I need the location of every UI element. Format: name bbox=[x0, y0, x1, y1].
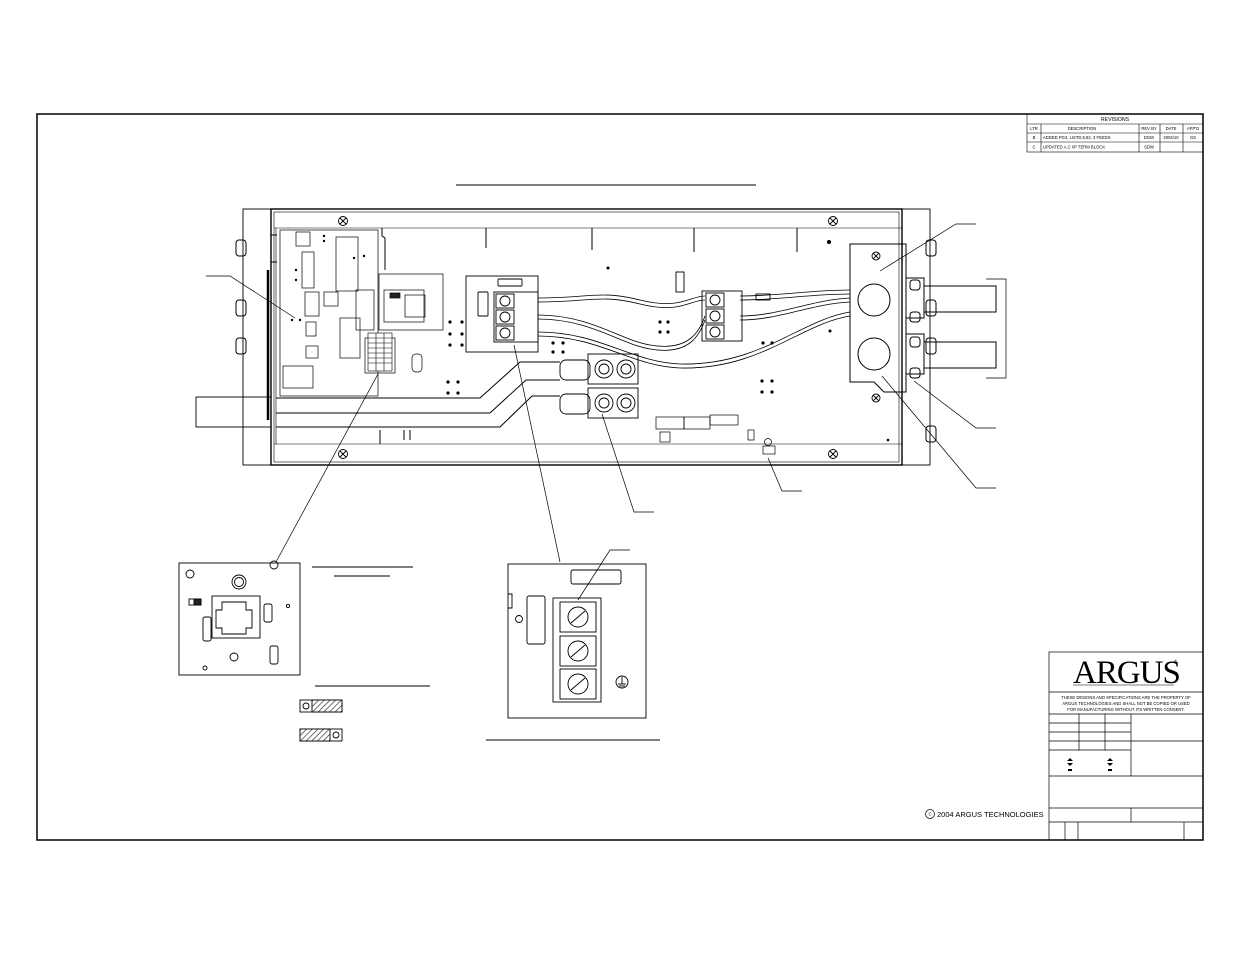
output-lugs bbox=[559, 353, 639, 419]
rev-b-description: ADDED PG3, LISTD,9,82, 3 FEEDS bbox=[1043, 135, 1111, 140]
board-components bbox=[290, 234, 890, 442]
sheet-border bbox=[36, 113, 1204, 841]
detail-view-controller bbox=[178, 560, 301, 676]
detail-view-terminal-block bbox=[486, 563, 660, 741]
rev-header-date: DATE bbox=[1166, 126, 1177, 131]
argus-logo: ARGUS bbox=[1073, 655, 1180, 691]
rev-header-ltr: LTR bbox=[1030, 126, 1038, 131]
copyright-text: 2004 ARGUS TECHNOLOGIES bbox=[937, 810, 1044, 819]
rev-b-date: 2004/10 bbox=[1163, 135, 1179, 140]
chassis-screws bbox=[338, 216, 881, 459]
rev-header-appd: APP'D bbox=[1187, 126, 1199, 131]
title-block-symbols bbox=[1067, 758, 1113, 771]
rev-c-ltr: C bbox=[1032, 145, 1035, 150]
copyright-circle bbox=[925, 809, 935, 819]
title-block bbox=[1048, 651, 1204, 841]
notice-line-3: FOR MANUFACTURING WITHOUT ITS WRITTEN CO… bbox=[1067, 707, 1184, 712]
rev-header-rev-by: REV BY bbox=[1141, 126, 1157, 131]
controller-board bbox=[279, 229, 444, 397]
notice-line-1: THESE DESIGNS AND SPECIFICATIONS ARE THE… bbox=[1061, 695, 1191, 700]
rev-b-appd: GS bbox=[1190, 135, 1196, 140]
rev-header-description: DESCRIPTION bbox=[1068, 126, 1097, 131]
shelf-assembly bbox=[195, 208, 937, 466]
rev-c-rev-by: SDW bbox=[1144, 145, 1154, 150]
detail-legend bbox=[299, 566, 430, 742]
revisions-table bbox=[1026, 113, 1204, 153]
leader-lines bbox=[206, 223, 996, 601]
revisions-title: REVISIONS bbox=[1101, 117, 1130, 123]
ac-input-bracket bbox=[849, 243, 1007, 393]
notice-line-2: ARGUS TECHNOLOGIES AND SHALL NOT BE COPI… bbox=[1062, 701, 1189, 706]
rev-b-rev-by: DGW bbox=[1144, 135, 1154, 140]
rev-b-ltr: B bbox=[1033, 135, 1036, 140]
registered-mark: ® bbox=[1174, 659, 1178, 664]
wiring-harness bbox=[537, 289, 851, 369]
rev-c-description: UPDATED A.C I/P TERM BLOCK bbox=[1043, 145, 1105, 150]
dc-output-terminal-block bbox=[675, 271, 771, 342]
lower-components bbox=[655, 414, 776, 455]
controller-terminal-strip bbox=[367, 332, 393, 372]
ac-input-terminal-block bbox=[465, 275, 539, 353]
copyright-symbol: C bbox=[928, 812, 931, 817]
